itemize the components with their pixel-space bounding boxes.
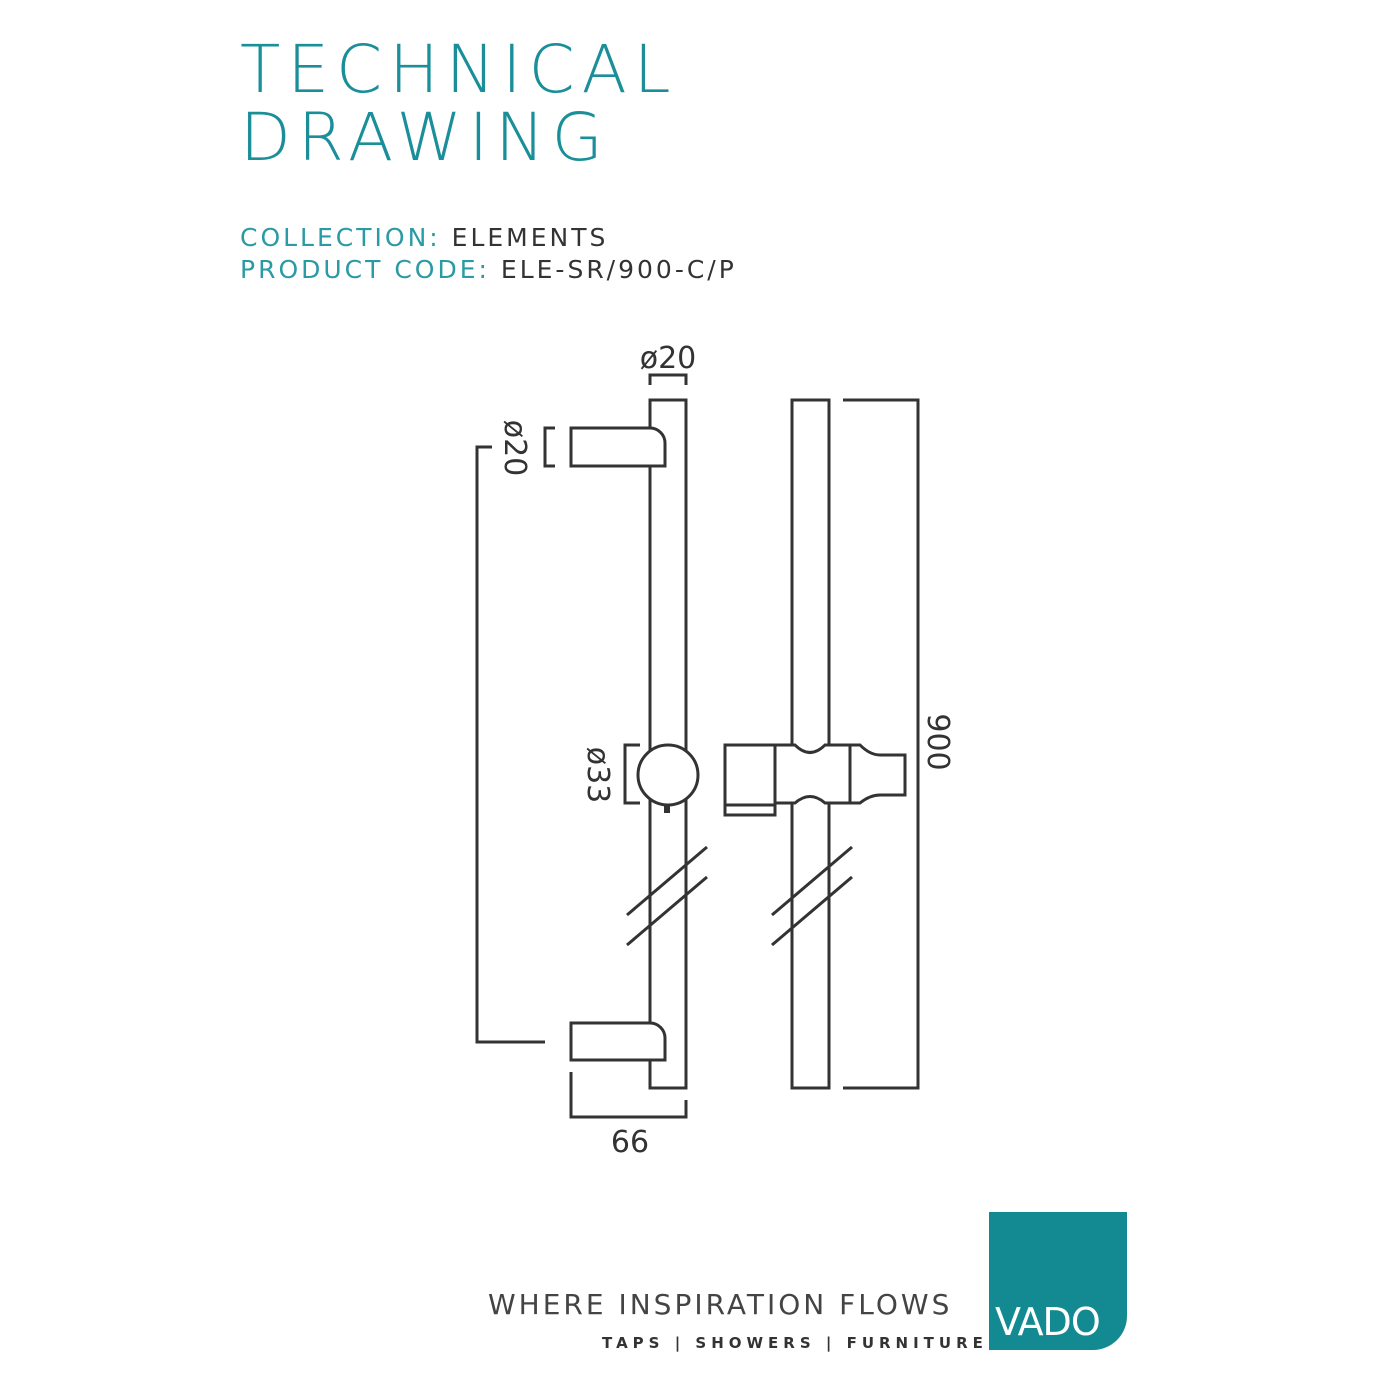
bottom-bracket [569,1021,667,1062]
product-code-value: ELE-SR/900-C/P [500,255,737,284]
logo-text: VADO [995,1300,1101,1344]
title-line-1: TECHNICAL [240,31,678,108]
slider-knob [664,805,670,813]
title-line-2: DRAWING [240,99,610,176]
break-lines-front [626,845,708,947]
dim-length-line [843,398,920,1090]
product-meta: COLLECTION: ELEMENTS PRODUCT CODE: ELE-S… [240,222,737,286]
tagline: WHERE INSPIRATION FLOWS [488,1288,953,1321]
dim-slider-diameter-label: ø33 [580,747,615,804]
collection-value: ELEMENTS [451,223,609,252]
dim-length-label: 900 [920,713,955,770]
front-view [475,373,708,1119]
dim-centres-line [475,445,545,1044]
vado-logo: VADO [989,1212,1127,1350]
side-view [723,398,920,1090]
dim-rail-diameter-label: ø20 [640,341,697,376]
product-categories: TAPS | SHOWERS | FURNITURE [602,1334,988,1352]
dim-projection-line [569,1072,688,1119]
dim-bracket-diameter-line [543,426,555,468]
dim-slider-line [623,743,640,805]
dim-rail-diameter-line [648,373,688,385]
rail-side [790,398,831,1090]
top-bracket [569,426,667,468]
slider-cup [723,743,777,817]
slider-front [636,743,700,807]
slider-side [773,743,907,805]
dim-projection-label: 66 [611,1125,649,1160]
collection-label: COLLECTION: [240,223,441,252]
page-title: TECHNICAL DRAWING [240,36,678,172]
product-code-label: PRODUCT CODE: [240,255,490,284]
dim-bracket-diameter-label: ø20 [497,420,532,477]
break-lines-side [771,845,853,947]
